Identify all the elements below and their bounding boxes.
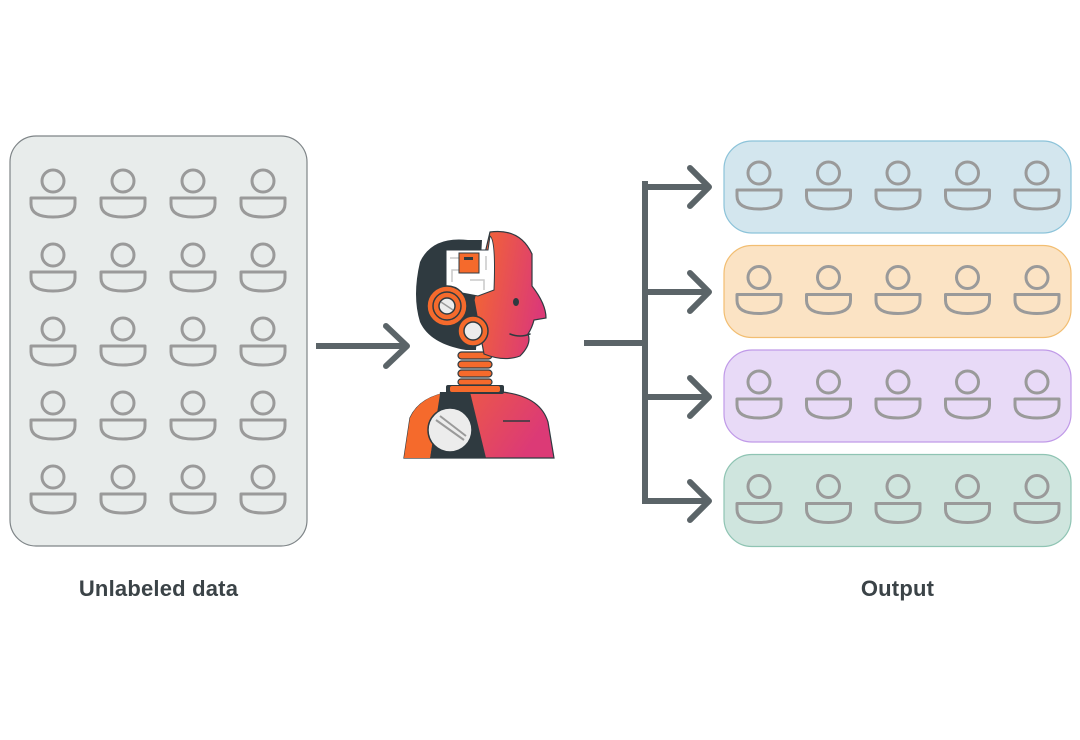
person-icon: [805, 160, 852, 211]
robot-gear-small: [457, 315, 489, 347]
person-icon: [99, 390, 147, 441]
person-icon: [735, 265, 783, 315]
person-icon: [239, 242, 287, 293]
person-icon: [874, 160, 922, 211]
person-icon: [29, 464, 77, 515]
person-icon: [29, 390, 77, 441]
output-label: Output: [860, 576, 935, 601]
person-icon: [29, 242, 77, 293]
arrow-right-icon: [645, 270, 712, 314]
output-group-3: [723, 349, 1072, 443]
robot-neck: [457, 351, 493, 386]
person-icon: [239, 464, 287, 515]
person-icon: [29, 316, 77, 367]
person-icon: [99, 464, 147, 515]
output-groups: [723, 140, 1072, 548]
output-branch-arrows: [584, 165, 712, 523]
person-icon: [944, 265, 991, 315]
person-icon: [99, 168, 147, 219]
output-group-box: [723, 453, 1072, 548]
output-group-box: [723, 140, 1072, 234]
person-icon: [239, 168, 287, 219]
person-icon: [944, 160, 991, 211]
person-icon: [239, 390, 287, 441]
person-icon: [1013, 265, 1061, 315]
person-icon: [169, 316, 217, 367]
person-icon: [944, 474, 991, 524]
unlabeled-data-items: [29, 168, 287, 515]
person-icon: [1013, 160, 1061, 211]
person-icon: [169, 390, 217, 441]
person-icon: [805, 369, 852, 420]
person-icon: [1013, 369, 1061, 420]
output-group-box: [723, 244, 1072, 339]
person-icon: [735, 160, 783, 211]
person-icon: [169, 464, 217, 515]
person-icon: [874, 474, 922, 524]
person-icon: [874, 369, 922, 420]
robot-icon: [403, 230, 555, 459]
robot-chip: [458, 252, 480, 274]
person-icon: [169, 242, 217, 293]
person-icon: [99, 242, 147, 293]
person-icon: [805, 474, 852, 524]
person-icon: [735, 369, 783, 420]
robot-gear-large: [426, 285, 468, 327]
output-group-box: [723, 349, 1072, 443]
unlabeled-data-box: [9, 135, 308, 547]
person-icon: [735, 474, 783, 524]
arrow-right-icon: [645, 375, 712, 419]
unlabeled-data-panel: [9, 135, 308, 547]
person-icon: [169, 168, 217, 219]
person-icon: [805, 265, 852, 315]
arrow-right-icon: [645, 165, 712, 209]
robot-eye: [513, 298, 519, 306]
person-icon: [944, 369, 991, 420]
arrow-right-icon: [645, 479, 712, 523]
output-group-4: [723, 453, 1072, 548]
person-icon: [29, 168, 77, 219]
output-group-2: [723, 244, 1072, 339]
person-icon: [99, 316, 147, 367]
person-icon: [239, 316, 287, 367]
output-group-1: [723, 140, 1072, 234]
person-icon: [874, 265, 922, 315]
person-icon: [1013, 474, 1061, 524]
unlabeled-data-label: Unlabeled data: [78, 576, 239, 601]
arrow-right-icon: [316, 323, 410, 369]
